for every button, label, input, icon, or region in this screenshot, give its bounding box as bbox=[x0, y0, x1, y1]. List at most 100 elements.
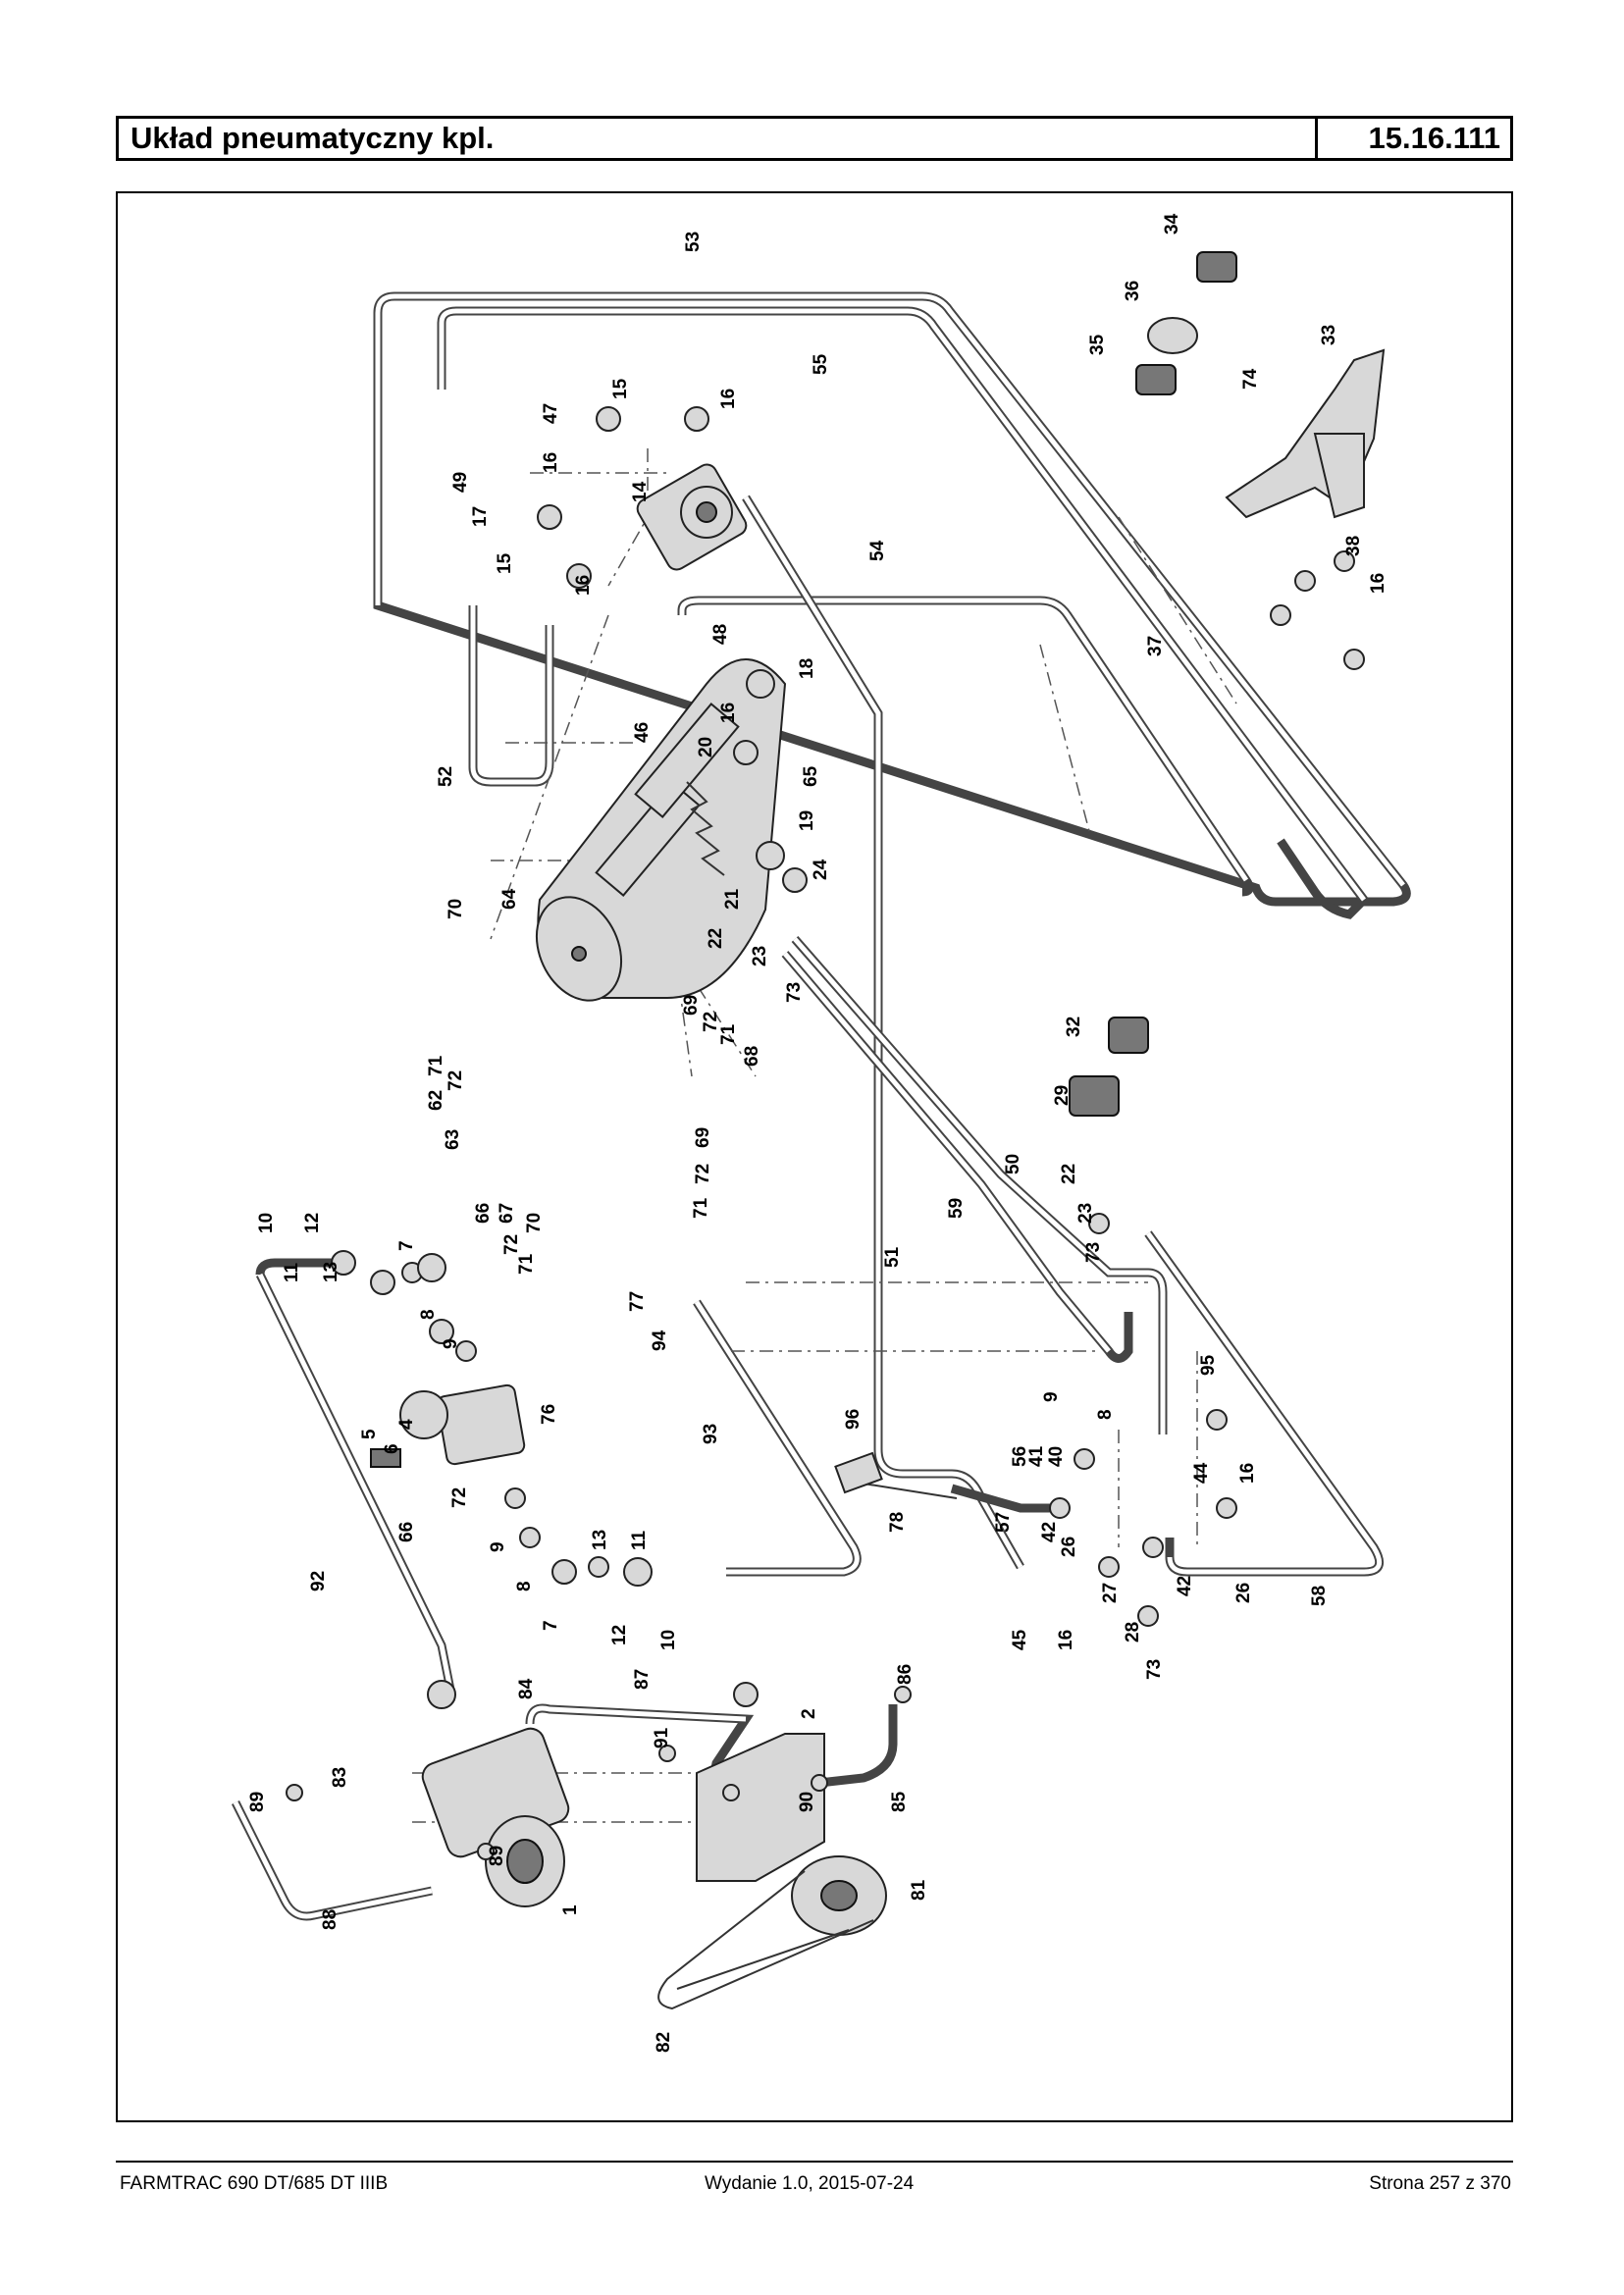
label-49: 49 bbox=[450, 472, 471, 493]
label-72-left: 72 bbox=[445, 1070, 466, 1091]
label-48: 48 bbox=[710, 624, 731, 645]
label-17: 17 bbox=[470, 506, 491, 527]
label-23-right: 23 bbox=[1075, 1203, 1096, 1224]
label-54: 54 bbox=[867, 540, 888, 561]
label-94: 94 bbox=[650, 1330, 670, 1351]
label-14: 14 bbox=[630, 481, 651, 502]
air-tank bbox=[535, 658, 787, 1002]
label-22-top: 22 bbox=[706, 928, 726, 949]
label-71-mid: 71 bbox=[691, 1197, 711, 1219]
label-89-left: 89 bbox=[247, 1792, 268, 1812]
label-16-top-right: 16 bbox=[718, 389, 739, 409]
coupling-head-34 bbox=[1196, 251, 1237, 283]
label-72-mid: 72 bbox=[693, 1164, 713, 1184]
label-86: 86 bbox=[895, 1664, 916, 1685]
label-88: 88 bbox=[320, 1909, 341, 1930]
label-16-low: 16 bbox=[1056, 1630, 1076, 1650]
label-82: 82 bbox=[654, 2032, 674, 2053]
label-50: 50 bbox=[1003, 1154, 1023, 1174]
label-57: 57 bbox=[993, 1512, 1014, 1533]
spring-20 bbox=[686, 781, 725, 876]
label-45: 45 bbox=[1010, 1629, 1030, 1650]
label-35: 35 bbox=[1087, 334, 1108, 355]
label-90: 90 bbox=[797, 1792, 817, 1812]
brake-valve-4 bbox=[370, 1383, 526, 1468]
label-72-top: 72 bbox=[701, 1012, 721, 1032]
label-34: 34 bbox=[1162, 213, 1182, 235]
relay-valve-14 bbox=[636, 463, 748, 571]
label-10-low: 10 bbox=[658, 1630, 679, 1650]
label-15-top: 15 bbox=[610, 378, 631, 399]
coupling-head-29 bbox=[1069, 1075, 1120, 1117]
footer-edition: Wydanie 1.0, 2015-07-24 bbox=[705, 2173, 915, 2194]
label-23-top: 23 bbox=[750, 946, 770, 966]
label-33: 33 bbox=[1319, 325, 1339, 345]
bracket-33 bbox=[1225, 348, 1386, 519]
label-16-low-right: 16 bbox=[1237, 1463, 1258, 1484]
label-62: 62 bbox=[426, 1090, 446, 1111]
label-55: 55 bbox=[811, 353, 831, 375]
footer-page-number: Strona 257 z 370 bbox=[1369, 2173, 1511, 2194]
label-89-right: 89 bbox=[487, 1846, 507, 1866]
label-16-right: 16 bbox=[1368, 573, 1388, 594]
label-59: 59 bbox=[946, 1198, 967, 1219]
label-70-mid: 70 bbox=[524, 1213, 545, 1233]
label-47: 47 bbox=[541, 403, 561, 424]
page-title: Układ pneumatyczny kpl. bbox=[119, 119, 1318, 158]
hose-85 bbox=[818, 1704, 898, 1788]
coupling-head-36 bbox=[1147, 317, 1198, 354]
label-71-top: 71 bbox=[718, 1023, 739, 1045]
pneumatic-diagram: 53 55 34 36 35 33 74 47 15 16 16 49 17 1… bbox=[231, 213, 1411, 2053]
label-93: 93 bbox=[701, 1424, 721, 1444]
label-7-top: 7 bbox=[396, 1240, 417, 1251]
label-83: 83 bbox=[330, 1767, 350, 1788]
label-52: 52 bbox=[436, 766, 456, 787]
label-9-top: 9 bbox=[441, 1338, 461, 1349]
label-13-low: 13 bbox=[590, 1530, 610, 1550]
pipe-57 bbox=[950, 1484, 1060, 1513]
coupling-head-32 bbox=[1108, 1017, 1149, 1054]
label-40: 40 bbox=[1046, 1446, 1067, 1467]
label-78: 78 bbox=[887, 1512, 908, 1533]
label-7-low: 7 bbox=[541, 1620, 561, 1631]
label-56: 56 bbox=[1010, 1446, 1030, 1467]
label-73-low: 73 bbox=[1144, 1659, 1165, 1680]
label-96: 96 bbox=[843, 1409, 864, 1430]
pipe-51 bbox=[742, 495, 1024, 1570]
label-26-right: 26 bbox=[1233, 1583, 1254, 1603]
pipe-92 bbox=[255, 1258, 456, 1695]
label-20: 20 bbox=[696, 737, 716, 757]
label-19: 19 bbox=[797, 810, 817, 831]
header-bar: Układ pneumatyczny kpl. 15.16.111 bbox=[116, 116, 1513, 161]
label-22-right: 22 bbox=[1059, 1164, 1079, 1184]
diagram-frame: 53 55 34 36 35 33 74 47 15 16 16 49 17 1… bbox=[116, 191, 1513, 2122]
label-64: 64 bbox=[499, 888, 520, 910]
label-72-low: 72 bbox=[501, 1234, 522, 1255]
fittings bbox=[286, 406, 1365, 1860]
bracket-2 bbox=[696, 1733, 825, 1882]
label-32: 32 bbox=[1064, 1017, 1084, 1037]
label-85: 85 bbox=[889, 1791, 910, 1812]
label-92: 92 bbox=[308, 1571, 329, 1591]
components bbox=[286, 251, 1386, 2010]
label-38: 38 bbox=[1343, 536, 1364, 556]
label-5: 5 bbox=[359, 1429, 380, 1439]
label-12-low: 12 bbox=[609, 1625, 630, 1645]
pipes bbox=[231, 291, 1411, 1921]
label-21: 21 bbox=[722, 888, 743, 910]
label-58: 58 bbox=[1309, 1586, 1330, 1606]
label-28: 28 bbox=[1123, 1622, 1143, 1643]
footer: FARMTRAC 690 DT/685 DT IIIB Wydanie 1.0,… bbox=[116, 2170, 1513, 2198]
pipe-55 bbox=[437, 306, 1370, 919]
label-81: 81 bbox=[909, 1879, 929, 1901]
label-8-low: 8 bbox=[514, 1581, 535, 1591]
label-69-mid: 69 bbox=[693, 1127, 713, 1148]
label-9-low: 9 bbox=[488, 1541, 508, 1552]
footer-model: FARMTRAC 690 DT/685 DT IIIB bbox=[120, 2173, 389, 2194]
label-1: 1 bbox=[560, 1904, 581, 1915]
label-11-top: 11 bbox=[282, 1262, 302, 1282]
label-68: 68 bbox=[742, 1046, 762, 1067]
label-74: 74 bbox=[1240, 368, 1261, 390]
label-73-mid: 73 bbox=[1083, 1242, 1104, 1263]
label-10-top: 10 bbox=[256, 1213, 277, 1233]
